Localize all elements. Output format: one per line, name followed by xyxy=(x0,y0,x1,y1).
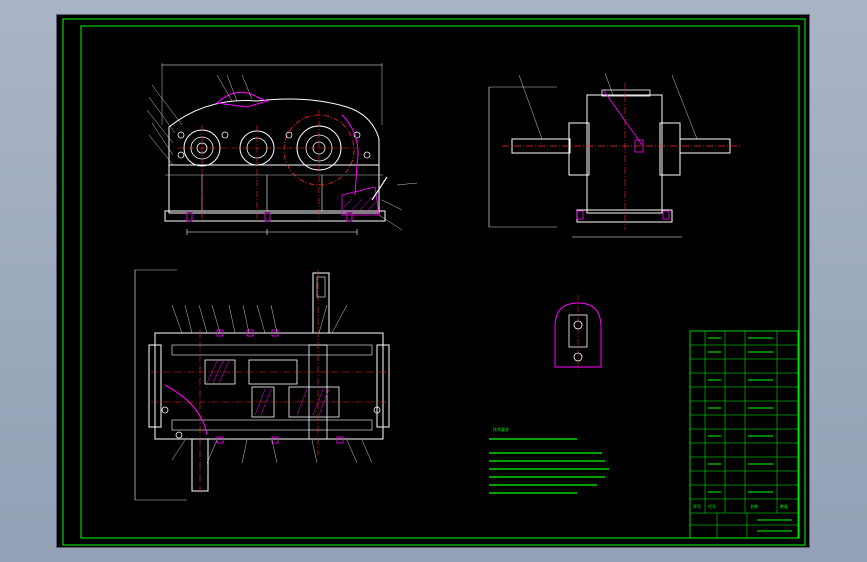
side-view xyxy=(488,72,742,238)
inner-frame xyxy=(80,25,800,539)
cad-drawing: 技术要求 xyxy=(62,18,806,546)
top-view xyxy=(134,269,390,501)
front-view xyxy=(146,63,418,235)
title-block-header-0: 序号 xyxy=(693,503,701,509)
title-block-header-3: 数量 xyxy=(780,503,788,509)
outer-frame xyxy=(62,18,806,546)
drawing-viewport[interactable]: 技术要求 xyxy=(56,14,810,548)
title-block-header-2: 名称 xyxy=(750,503,758,509)
parts-list: 序号 代号 名称 数量 xyxy=(689,330,799,539)
technical-notes: 技术要求 xyxy=(489,426,609,494)
notes-title: 技术要求 xyxy=(493,426,509,432)
title-block-header-1: 代号 xyxy=(708,503,716,509)
detail-view xyxy=(554,295,602,373)
